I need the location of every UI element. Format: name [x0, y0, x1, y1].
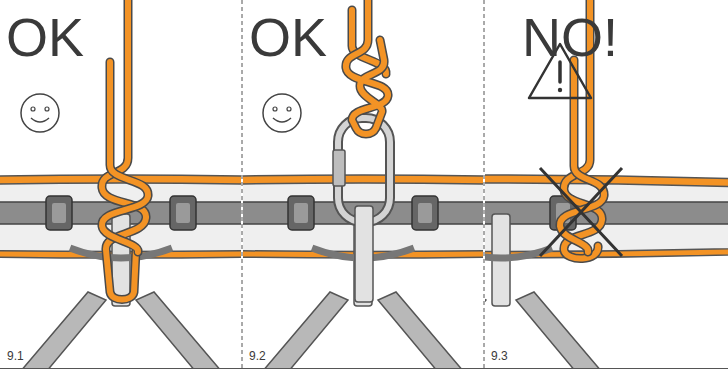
warning-dot	[558, 88, 562, 92]
smiley-eye	[31, 107, 35, 111]
belay-loop	[355, 206, 373, 302]
panel-correct-direct	[0, 0, 241, 369]
rope	[346, 0, 388, 134]
smiley-eye	[287, 107, 291, 111]
rope-tail	[102, 62, 148, 252]
rope-tail	[102, 62, 148, 252]
smiley-icon	[263, 94, 301, 132]
rope	[346, 0, 388, 134]
panel-divider	[242, 0, 243, 369]
verdict-label: OK	[6, 10, 84, 64]
rope-tail	[560, 60, 604, 252]
bottom-rule	[0, 368, 728, 369]
rope-tail	[560, 60, 604, 252]
carabiner-gate	[333, 150, 345, 186]
smiley-eye	[273, 107, 277, 111]
harness	[243, 175, 483, 369]
cross-mark	[540, 168, 622, 256]
smiley-mouth	[31, 118, 49, 122]
warning-mark	[558, 62, 562, 82]
panel-wrong	[485, 0, 728, 369]
smiley-mouth	[273, 118, 291, 122]
panel-divider	[484, 0, 485, 369]
figure-number: 9.1	[7, 350, 24, 362]
verdict-label: NO!	[522, 10, 618, 64]
panel-correct-carabiner	[243, 0, 483, 369]
figure-number: 9.3	[491, 350, 508, 362]
smiley-eye	[45, 107, 49, 111]
verdict-label: OK	[249, 10, 327, 64]
harness	[485, 175, 728, 369]
smiley-icon	[21, 94, 59, 132]
figure-number: 9.2	[249, 350, 266, 362]
